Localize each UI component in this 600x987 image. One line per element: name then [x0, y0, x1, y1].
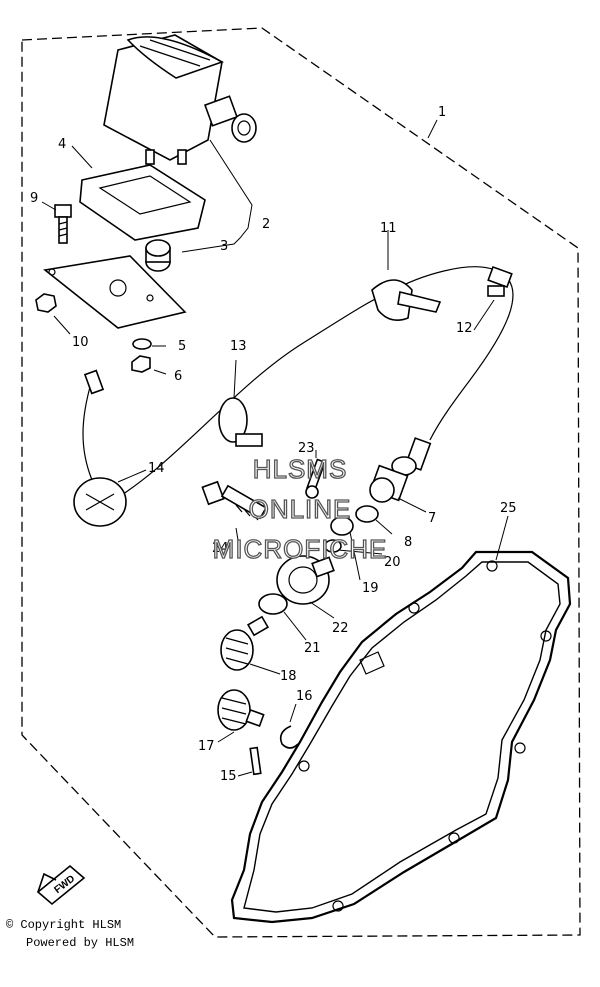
- speedometer-meter: [103, 34, 257, 165]
- long-bolt: [201, 480, 268, 521]
- callout-21: 21: [304, 641, 321, 656]
- callout-10: 10: [72, 335, 89, 350]
- callout-19: 19: [362, 581, 379, 596]
- callout-24: 24: [212, 541, 229, 556]
- watermark-line-1: HLSMS: [253, 454, 348, 484]
- gear-housing: [276, 555, 335, 605]
- callout-1: 1: [438, 105, 446, 120]
- drive-cap: [73, 477, 127, 527]
- nut-small: [131, 355, 151, 373]
- callout-14: 14: [148, 461, 165, 476]
- o-ring-8: [355, 505, 379, 523]
- callout-12: 12: [456, 321, 473, 336]
- cable-clip: [487, 265, 513, 297]
- watermark-line-3: MICROFICHE: [213, 534, 388, 564]
- callout-16: 16: [296, 689, 313, 704]
- fwd-arrow-icon: FWD: [36, 864, 86, 906]
- callout-8: 8: [404, 535, 412, 550]
- callout-5: 5: [178, 339, 186, 354]
- circlip: [279, 725, 299, 749]
- callout-11: 11: [380, 221, 397, 236]
- cable-guide: [218, 397, 263, 447]
- callout-25: 25: [500, 501, 517, 516]
- washer-20: [324, 539, 342, 553]
- nut: [35, 293, 57, 313]
- grommet: [145, 239, 171, 272]
- pin: [249, 746, 262, 776]
- bolt: [54, 204, 72, 244]
- callout-7: 7: [428, 511, 436, 526]
- mounting-plate: [43, 255, 187, 329]
- meter-bracket: [79, 164, 206, 241]
- oil-seal: [330, 516, 354, 536]
- watermark-line-2: ONLINE: [249, 494, 352, 524]
- o-ring-21: [258, 593, 288, 615]
- callout-6: 6: [174, 369, 182, 384]
- copyright-text: © Copyright HLSM: [6, 918, 121, 932]
- washer: [132, 338, 152, 350]
- drive-gear-unit: [369, 437, 432, 503]
- callout-15: 15: [220, 769, 237, 784]
- gasket: [230, 550, 572, 924]
- screw: [305, 458, 326, 499]
- powered-by-text: Powered by HLSM: [26, 936, 134, 950]
- assembly-boundary: [21, 27, 581, 938]
- callout-2: 2: [262, 217, 270, 232]
- callout-23: 23: [298, 441, 315, 456]
- callout-20: 20: [384, 555, 401, 570]
- driven-gear: [217, 689, 265, 731]
- callout-18: 18: [280, 669, 297, 684]
- callout-17: 17: [198, 739, 215, 754]
- callout-9: 9: [30, 191, 38, 206]
- callout-22: 22: [332, 621, 349, 636]
- callout-13: 13: [230, 339, 247, 354]
- callout-4: 4: [58, 137, 66, 152]
- callout-3: 3: [220, 239, 228, 254]
- clamp: [371, 279, 442, 321]
- drive-gear: [220, 615, 270, 671]
